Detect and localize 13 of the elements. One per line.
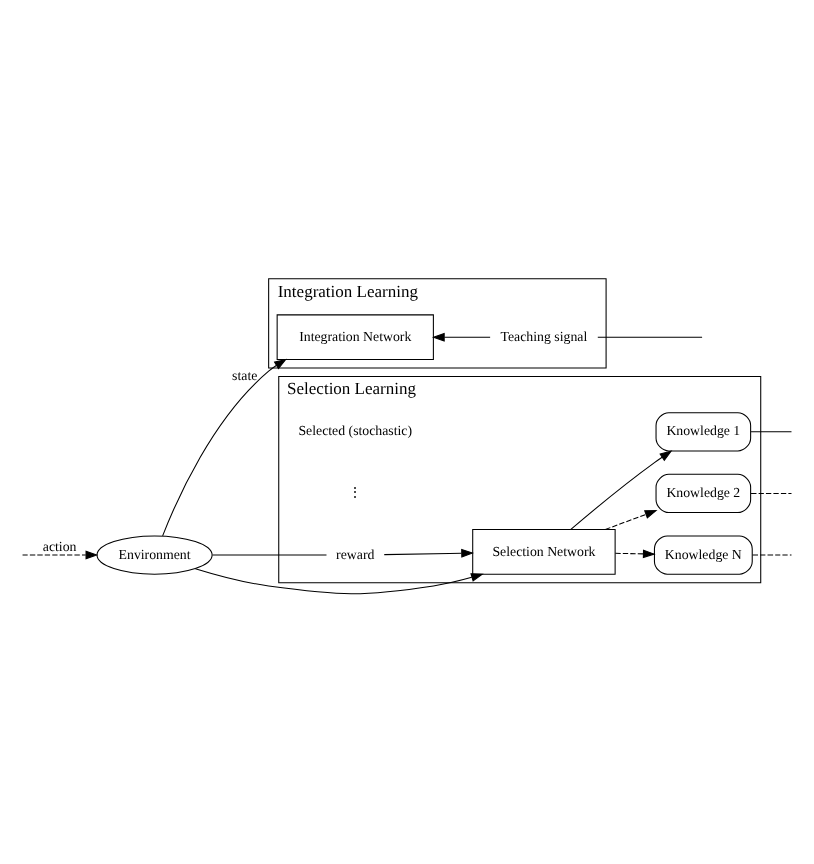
arrow (162, 358, 287, 537)
arrow (383, 548, 474, 558)
arrow (614, 549, 656, 559)
connector (752, 554, 793, 556)
arrow (194, 568, 484, 595)
connector (750, 431, 792, 433)
connector (597, 336, 703, 338)
arrow (604, 510, 658, 530)
arrow (431, 332, 491, 342)
connector (212, 554, 327, 556)
arrow (22, 550, 99, 560)
arrow (570, 450, 673, 530)
connector (750, 492, 792, 494)
